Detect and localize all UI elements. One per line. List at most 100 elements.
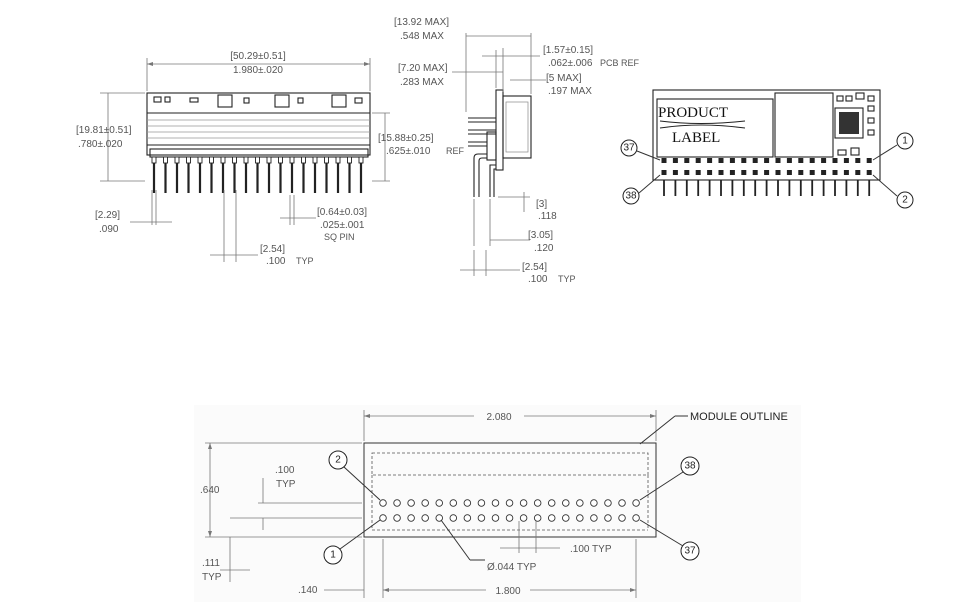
- front-width-mm: [50.29±0.51]: [230, 51, 286, 62]
- front-height-in: .780±.020: [78, 139, 123, 150]
- front-pin-collar: [301, 156, 306, 164]
- footprint-hole: [533, 499, 542, 507]
- front-pin-collar: [266, 156, 272, 164]
- top-pin-row-a: [741, 158, 747, 163]
- footprint-hole: [590, 514, 598, 522]
- fp-row-pitch-typ: TYP: [276, 479, 296, 490]
- top-pin-row-a: [866, 158, 872, 163]
- front-pin-collar: [347, 156, 352, 164]
- top-pin-row-a: [672, 158, 678, 163]
- footprint-hole: [449, 514, 458, 522]
- front-pin-collar: [209, 156, 214, 164]
- front-pin-collar: [312, 156, 318, 164]
- svg-text:2: 2: [335, 455, 341, 466]
- top-pin-row-b: [786, 170, 792, 175]
- front-header: [149, 148, 369, 158]
- svg-text:37: 37: [684, 546, 696, 557]
- top-pin-row-b: [707, 170, 713, 175]
- footprint-hole: [576, 514, 584, 522]
- footprint-hole: [491, 514, 500, 522]
- front-pin-collar: [232, 156, 237, 164]
- top-pin-row-a: [752, 158, 758, 163]
- front-pin-collar: [335, 156, 341, 164]
- footprint-hole: [379, 499, 387, 507]
- fp-outline-label: MODULE OUTLINE: [690, 411, 788, 423]
- footprint-hole: [463, 499, 472, 507]
- top-pin-row-a: [809, 158, 815, 163]
- top-pin-row-b: [866, 170, 872, 175]
- footprint-hole: [505, 514, 514, 522]
- footprint-hole: [435, 514, 443, 522]
- front-ref-label: REF: [446, 146, 465, 156]
- footprint-hole: [393, 514, 401, 522]
- top-callout-37: [620, 139, 638, 157]
- top-callout-1: [896, 132, 914, 150]
- svg-text:1: 1: [330, 550, 336, 561]
- footprint-hole: [463, 514, 472, 522]
- top-pin-row-a: [855, 158, 861, 163]
- fp-bottom-offset: .111: [202, 558, 220, 569]
- front-pinoffset-in: .090: [99, 224, 119, 235]
- top-pin-row-a: [695, 158, 701, 163]
- top-pin-row-b: [775, 170, 781, 175]
- side-tail-in: .118: [538, 211, 557, 222]
- side-pcb-mm: [1.57±0.15]: [543, 45, 593, 56]
- side-pitch-mm: [2.54]: [522, 262, 547, 273]
- fp-callout-37: [680, 541, 700, 561]
- footprint-hole: [477, 514, 486, 522]
- side-pitch-typ: TYP: [558, 274, 576, 284]
- front-refheight-in: .625±.010: [386, 146, 431, 157]
- side-body-mm: [7.20 MAX]: [398, 63, 448, 74]
- front-pin-collar: [324, 156, 329, 164]
- front-pinsize-mm: [0.64±0.03]: [317, 207, 367, 218]
- top-pin-row-b: [809, 170, 815, 175]
- fp-height: .640: [200, 485, 220, 496]
- footprint-hole: [533, 514, 542, 522]
- top-pin-row-b: [832, 170, 838, 175]
- top-pin-row-b: [672, 170, 678, 175]
- fp-left-offset: .140: [298, 585, 318, 596]
- top-pin-row-a: [775, 158, 781, 163]
- top-pin-row-a: [832, 158, 838, 163]
- front-pin-collar: [163, 156, 168, 164]
- top-pin-row-a: [718, 158, 724, 163]
- front-chip-3: [331, 94, 347, 108]
- fp-callout-2: [328, 450, 348, 470]
- fp-hole-dia: Ø.044 TYP: [487, 562, 537, 573]
- svg-text:38: 38: [684, 461, 696, 472]
- side-pitch-in: .100: [528, 274, 548, 285]
- top-callout-38: [622, 187, 640, 205]
- side-body-in: .283 MAX: [400, 77, 444, 88]
- svg-text:1: 1: [902, 136, 908, 147]
- footprint-hole: [393, 499, 401, 507]
- top-pin-row-b: [695, 170, 701, 175]
- footprint-hole: [505, 499, 514, 507]
- svg-text:2: 2: [902, 195, 908, 206]
- front-view: [50.29±0.51] 1.980±.020 [19.81±0.51] .78…: [76, 51, 465, 267]
- fp-row-pitch: .100: [275, 465, 295, 476]
- fp-outline-width: 2.080: [486, 412, 511, 423]
- svg-text:37: 37: [623, 143, 635, 154]
- top-pin-row-a: [661, 158, 667, 163]
- side-standoff-in: .197 MAX: [548, 86, 592, 97]
- front-pinsize-note: SQ PIN: [324, 232, 355, 242]
- product-label-area: [656, 98, 774, 158]
- footprint-view: 2.080 MODULE OUTLINE .640 .100 TYP .111 …: [194, 405, 801, 602]
- top-pin-row-b: [821, 170, 827, 175]
- footprint-hole: [435, 499, 443, 507]
- fp-callout-38: [680, 456, 700, 476]
- front-pinoffset-mm: [2.29]: [95, 210, 120, 221]
- fp-col-pitch: .100 TYP: [570, 544, 612, 555]
- front-pin-collar: [197, 156, 203, 164]
- side-tail-mm: [3]: [536, 199, 547, 210]
- product-label-line2: LABEL: [672, 130, 720, 146]
- side-depth-mm: [13.92 MAX]: [394, 17, 449, 28]
- top-pin-row-b: [684, 170, 690, 175]
- svg-text:38: 38: [625, 191, 637, 202]
- footprint-hole: [604, 514, 612, 522]
- fp-bottom-offset-typ: TYP: [202, 572, 222, 583]
- fp-pin-span: 1.800: [495, 586, 520, 597]
- footprint-holes: [379, 499, 640, 522]
- front-height-mm: [19.81±0.51]: [76, 125, 132, 136]
